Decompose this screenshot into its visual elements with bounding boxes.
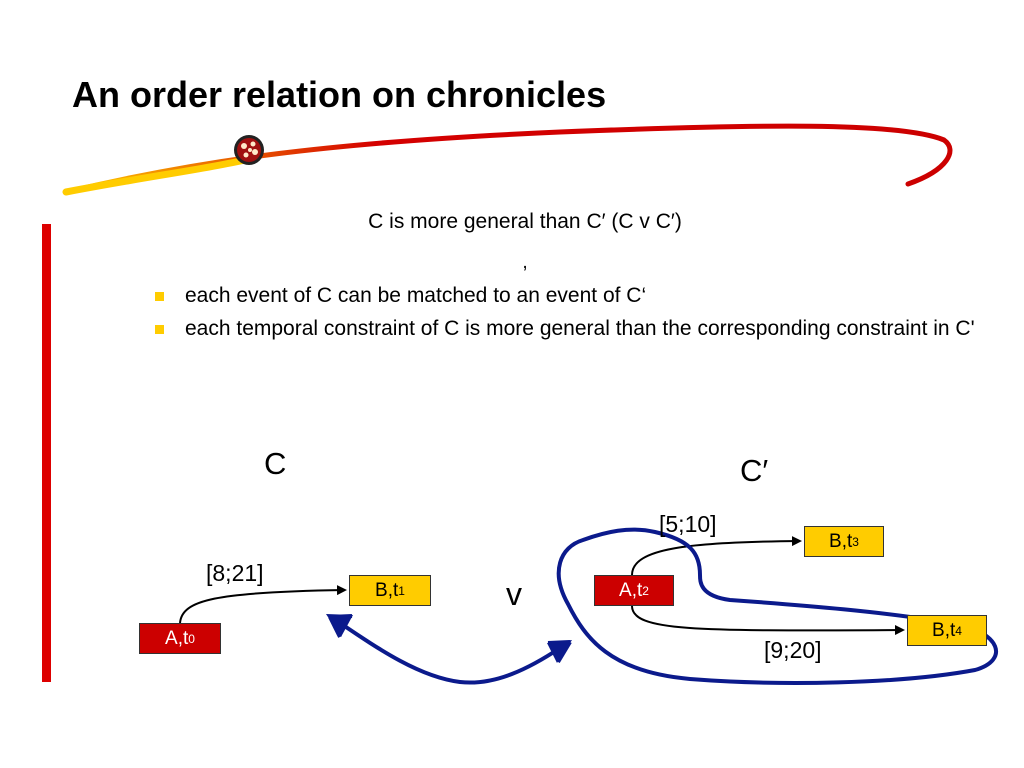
- left-accent-bar: [42, 224, 51, 682]
- event-index: 2: [642, 583, 649, 598]
- chronicle-c-prime-label: C′: [740, 453, 769, 488]
- slide-title: An order relation on chronicles: [72, 74, 607, 115]
- constraint-arrow-c-prime-1: [631, 536, 802, 576]
- interval-label: [5;10]: [659, 511, 717, 537]
- interval-label: [9;20]: [764, 637, 822, 663]
- event-label: B,t: [375, 579, 399, 601]
- definition-text: C is more general than C′ (C v C′): [368, 210, 682, 233]
- bullet-square-icon: [155, 292, 164, 301]
- constraint-arrow-c-prime-2: [631, 605, 905, 636]
- event-index: 3: [852, 534, 859, 549]
- event-label: A,t: [165, 627, 189, 649]
- swoosh-tail: [62, 156, 249, 196]
- constraint-arrow-c: [179, 585, 347, 624]
- event-index: 0: [188, 631, 195, 646]
- bullet-square-icon: [155, 325, 164, 334]
- bullet-item: each event of C can be matched to an eve…: [155, 281, 995, 311]
- bullet-text: each event of C can be matched to an eve…: [185, 284, 647, 307]
- event-label: A,t: [619, 579, 643, 601]
- swoosh-ornament-icon: [234, 135, 264, 165]
- bullet-text: each temporal constraint of C is more ge…: [185, 317, 975, 340]
- event-index: 1: [398, 583, 405, 598]
- event-index: 4: [955, 623, 962, 638]
- event-label: B,t: [829, 530, 853, 552]
- matching-arrow: [326, 614, 572, 685]
- definition-comma: ,: [522, 252, 528, 273]
- order-symbol: v: [506, 576, 522, 612]
- title-swoosh: [63, 123, 953, 195]
- event-label: B,t: [932, 619, 956, 641]
- interval-label: [8;21]: [206, 560, 264, 586]
- chronicle-c-label: C: [264, 446, 287, 481]
- bullet-item: each temporal constraint of C is more ge…: [155, 314, 995, 344]
